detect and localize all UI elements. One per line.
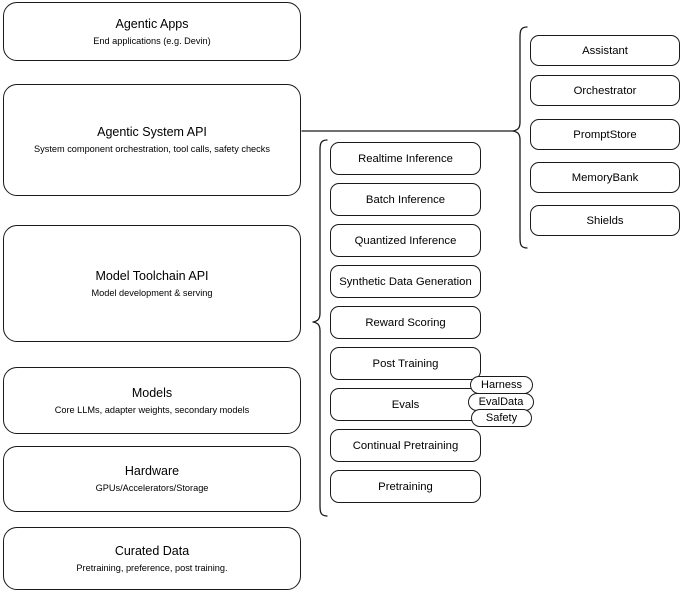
component-shields[interactable]: Shields xyxy=(530,205,680,236)
evals-tag-label: EvalData xyxy=(478,395,524,408)
capability-label: Continual Pretraining xyxy=(352,439,459,452)
layer-title: Agentic System API xyxy=(97,125,207,139)
capability-evals[interactable]: Evals xyxy=(330,388,481,421)
capability-label: Synthetic Data Generation xyxy=(339,275,472,288)
capability-label: Realtime Inference xyxy=(358,152,453,165)
layer-agentic-apps[interactable]: Agentic Apps End applications (e.g. Devi… xyxy=(3,2,301,61)
capability-reward-scoring[interactable]: Reward Scoring xyxy=(330,306,481,339)
component-label: MemoryBank xyxy=(571,171,639,184)
component-label: PromptStore xyxy=(573,128,637,141)
toolchain-capabilities-brace xyxy=(312,139,328,517)
layer-model-toolchain-api[interactable]: Model Toolchain API Model development & … xyxy=(3,225,301,342)
system-components-brace xyxy=(512,26,528,249)
capability-batch-inference[interactable]: Batch Inference xyxy=(330,183,481,216)
capability-label: Batch Inference xyxy=(365,193,446,206)
layer-subtitle: Pretraining, preference, post training. xyxy=(76,562,228,573)
layer-subtitle: GPUs/Accelerators/Storage xyxy=(95,483,209,493)
evals-tag-safety[interactable]: Safety xyxy=(471,409,532,427)
capability-post-training[interactable]: Post Training xyxy=(330,347,481,380)
component-label: Orchestrator xyxy=(573,84,637,97)
layer-title: Models xyxy=(131,385,173,400)
capability-realtime-inference[interactable]: Realtime Inference xyxy=(330,142,481,175)
layer-models[interactable]: Models Core LLMs, adapter weights, secon… xyxy=(3,367,301,434)
layer-subtitle: End applications (e.g. Devin) xyxy=(93,35,211,46)
layer-curated-data[interactable]: Curated Data Pretraining, preference, po… xyxy=(3,527,301,590)
layer-subtitle: System component orchestration, tool cal… xyxy=(34,144,270,154)
capability-pretraining[interactable]: Pretraining xyxy=(330,470,481,503)
capability-quantized-inference[interactable]: Quantized Inference xyxy=(330,224,481,257)
component-orchestrator[interactable]: Orchestrator xyxy=(530,75,680,106)
capability-label: Post Training xyxy=(372,357,439,370)
layer-subtitle: Core LLMs, adapter weights, secondary mo… xyxy=(54,404,250,415)
layer-hardware[interactable]: Hardware GPUs/Accelerators/Storage xyxy=(3,446,301,512)
capability-continual-pretraining[interactable]: Continual Pretraining xyxy=(330,429,481,462)
capability-label: Pretraining xyxy=(378,480,433,493)
layer-subtitle: Model development & serving xyxy=(91,287,213,298)
capability-label: Reward Scoring xyxy=(365,316,446,329)
evals-tag-label: Harness xyxy=(481,378,522,391)
layer-title: Model Toolchain API xyxy=(95,268,209,283)
component-label: Assistant xyxy=(582,44,628,57)
component-promptstore[interactable]: PromptStore xyxy=(530,119,680,150)
component-assistant[interactable]: Assistant xyxy=(530,35,680,66)
layer-title: Agentic Apps xyxy=(115,16,189,31)
layer-title: Curated Data xyxy=(114,543,190,558)
capability-label: Evals xyxy=(391,398,420,411)
evals-tag-harness[interactable]: Harness xyxy=(470,376,533,394)
component-label: Shields xyxy=(586,214,624,227)
layer-title: Hardware xyxy=(124,464,180,478)
component-memorybank[interactable]: MemoryBank xyxy=(530,162,680,193)
capability-synthetic-data-generation[interactable]: Synthetic Data Generation xyxy=(330,265,481,298)
capability-label: Quantized Inference xyxy=(354,234,457,247)
layer-agentic-system-api[interactable]: Agentic System API System component orch… xyxy=(3,84,301,196)
evals-tag-label: Safety xyxy=(485,411,518,424)
